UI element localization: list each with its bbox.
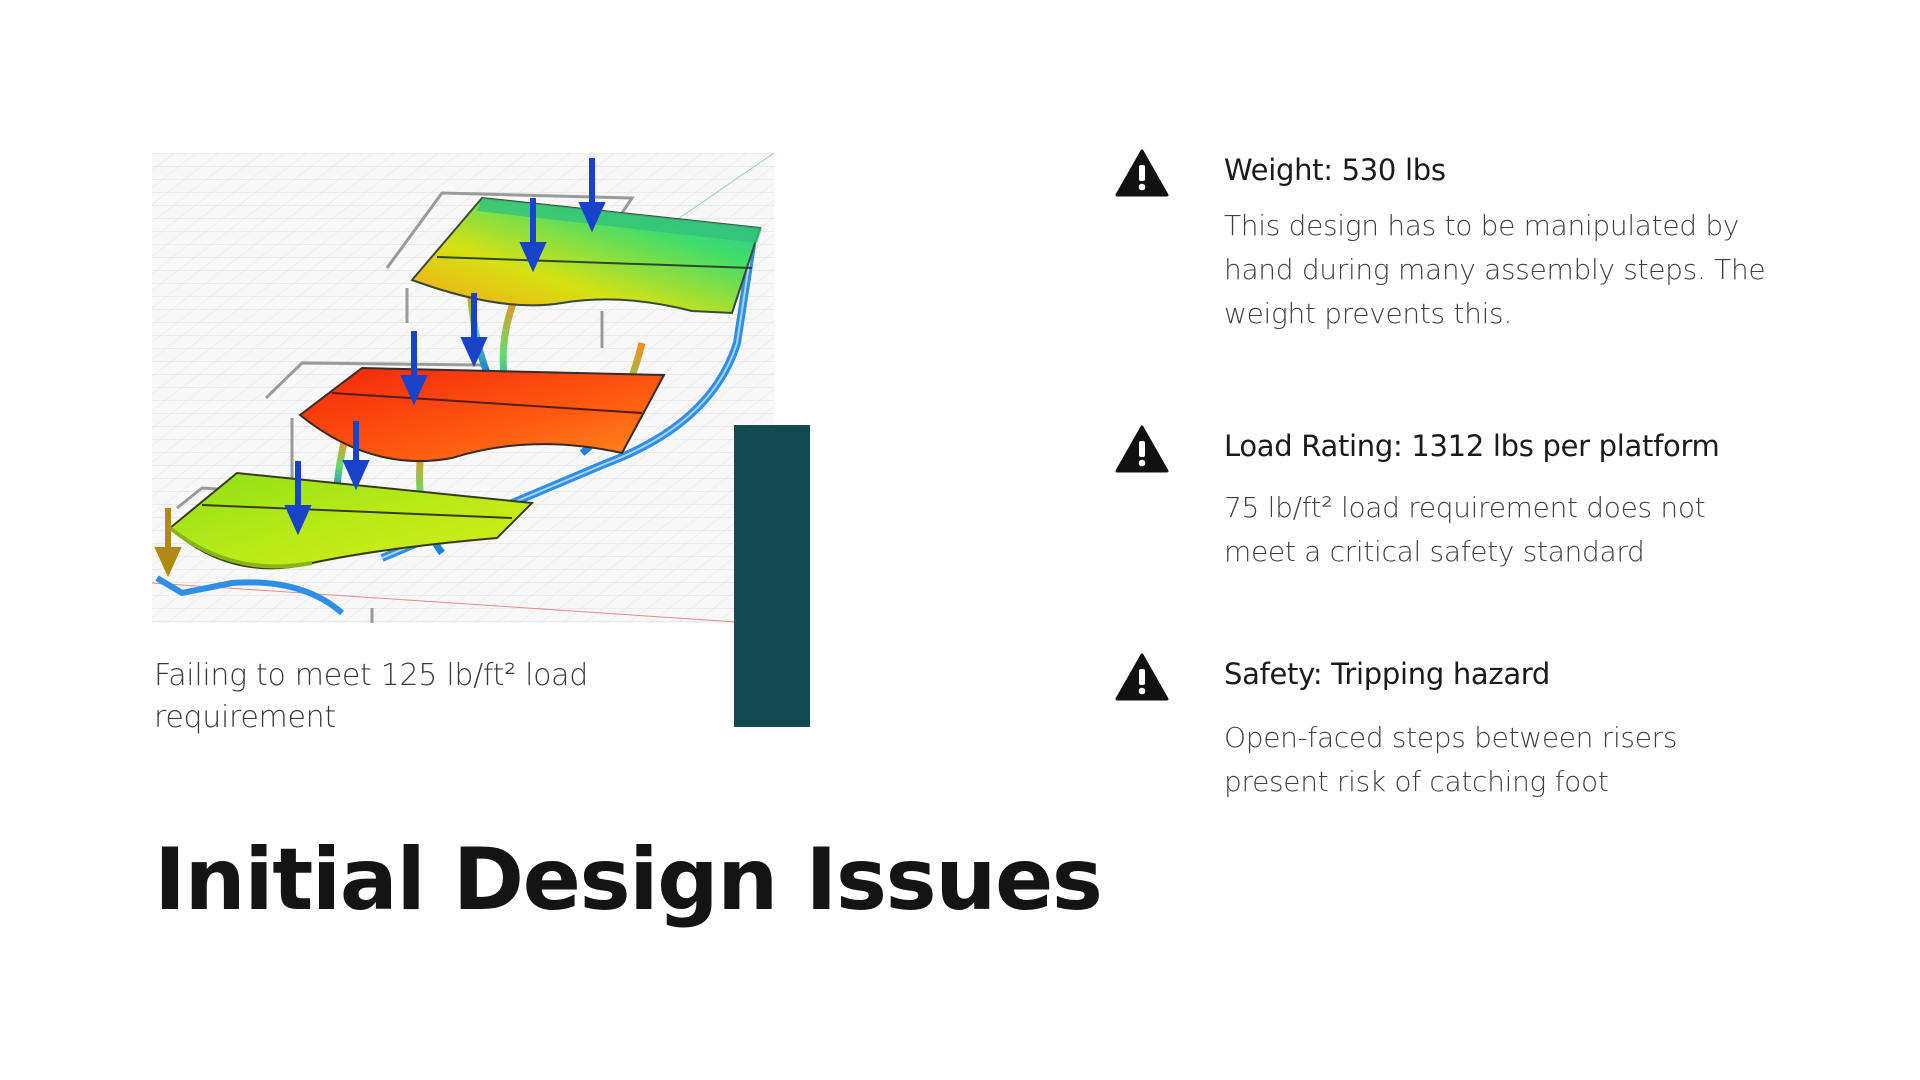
warning-icon <box>1115 653 1169 701</box>
issue-title: Load Rating: 1312 lbs per platform <box>1224 429 1720 463</box>
accent-bar <box>734 425 810 727</box>
figure-caption: Failing to meet 125 lb/ft² load requirem… <box>154 658 588 735</box>
issue-description: 75 lb/ft² load requirement does not meet… <box>1224 491 1706 568</box>
issue-description: Open-faced steps between risers present … <box>1224 721 1678 798</box>
issue-title: Safety: Tripping hazard <box>1224 657 1551 691</box>
warning-icon <box>1115 149 1169 197</box>
issue-title: Weight: 530 lbs <box>1224 153 1446 187</box>
warning-icon <box>1115 425 1169 473</box>
page-title: Initial Design Issues <box>154 830 1103 930</box>
stress-analysis-image <box>152 153 774 623</box>
issues-list: Weight: 530 lbs This design has to be ma… <box>1115 0 1895 1080</box>
issue-description: This design has to be manipulated by han… <box>1224 209 1766 330</box>
